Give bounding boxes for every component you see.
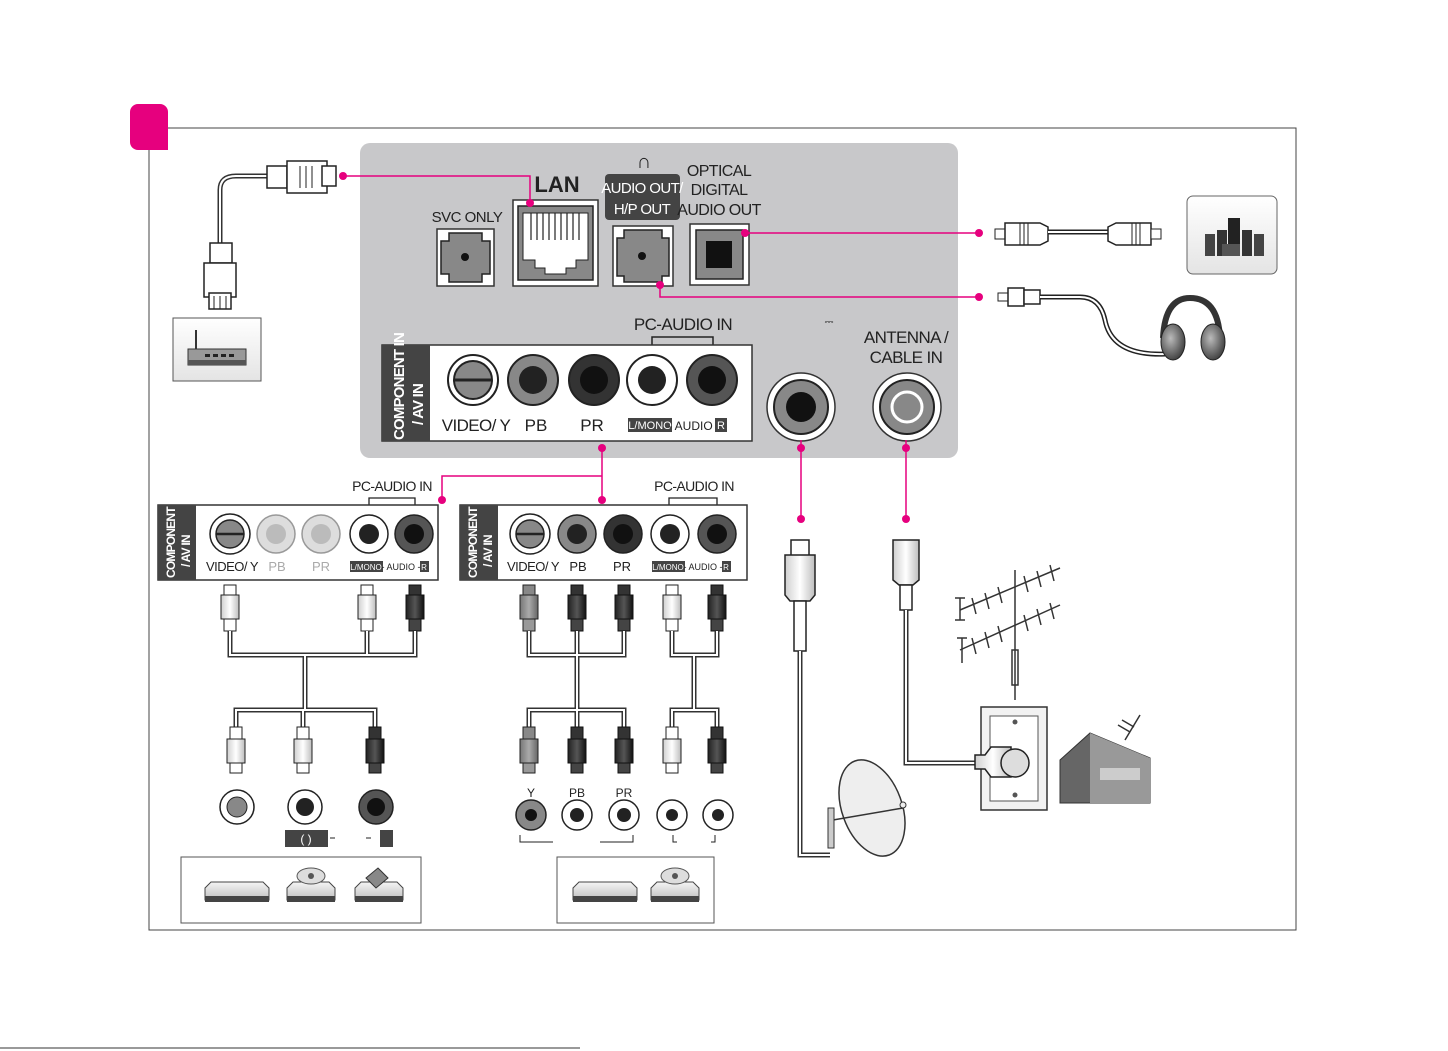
comp-video-jack[interactable]: [510, 514, 550, 554]
comp-video-label: VIDEO/ Y: [507, 559, 560, 574]
comp-video-bracket: [520, 835, 715, 842]
house-icon: [1060, 715, 1150, 803]
panel-audio-label: - AUDIO -: [668, 419, 720, 433]
comp-pc-audio-label: PC-AUDIO IN: [654, 478, 734, 494]
av-audio-r-jack[interactable]: [395, 515, 433, 553]
av-cables: [230, 631, 415, 735]
av-pr-label: PR: [312, 559, 330, 574]
comp-rca-plugs-bottom: [520, 727, 726, 773]
av-audio-l-jack[interactable]: [350, 515, 388, 553]
panel-pb-jack[interactable]: [508, 355, 558, 405]
av-pc-audio-label: PC-AUDIO IN: [352, 478, 432, 494]
av-pr-jack[interactable]: [302, 515, 340, 553]
panel-audio-l-jack[interactable]: [627, 355, 677, 405]
comp-pr-jack[interactable]: [604, 515, 642, 553]
antenna-label-2: CABLE IN: [870, 348, 943, 367]
comp-audio-label: - AUDIO -: [683, 562, 722, 572]
comp-audio-r-jack[interactable]: [698, 515, 736, 553]
panel-pr-label: PR: [580, 416, 604, 435]
speaker-system-icon: [1187, 196, 1277, 274]
headphone-symbol-icon: ∩: [637, 151, 651, 173]
av-cables-inner: [230, 631, 415, 735]
panel-lmono-label: L/MONO: [628, 420, 672, 432]
panel-video-jack[interactable]: [448, 355, 498, 405]
av-lmono-label: L/MONO: [350, 563, 382, 572]
av-video-label: VIDEO/ Y: [206, 559, 259, 574]
comp-lmono-label: L/MONO: [652, 563, 684, 572]
vcr-icon: [205, 882, 269, 902]
av-paren-label: ( ): [300, 832, 311, 846]
satellite-dish-icon: [827, 751, 918, 865]
optical-label-3: AUDIO OUT: [677, 202, 761, 219]
headphones-icon: [1161, 298, 1225, 360]
comp-r-label: R: [723, 563, 729, 572]
comp-pr-label: PR: [613, 559, 631, 574]
comp-out-pr-label: PR: [616, 786, 633, 800]
dc-symbol: ⎓: [825, 316, 834, 328]
av-r-marker: [380, 830, 393, 847]
router-icon: [173, 318, 261, 381]
svc-only-port[interactable]: [437, 229, 494, 286]
optical-label-2: DIGITAL: [691, 182, 749, 199]
av-audio-label: - AUDIO -: [381, 562, 420, 572]
av-pb-label: PB: [268, 559, 285, 574]
av-component-label-1: COMPONENT IN: [164, 494, 178, 578]
satellite-cable: [785, 540, 830, 855]
comp-pb-label: PB: [569, 559, 586, 574]
comp-rca-plugs-top: [520, 585, 726, 631]
antenna-in-port[interactable]: [873, 373, 941, 441]
panel-pr-jack[interactable]: [569, 355, 619, 405]
comp-out-y-label: Y: [527, 786, 535, 800]
comp-pb-jack[interactable]: [558, 515, 596, 553]
panel-component-label-1: COMPONENT IN: [391, 333, 408, 440]
headphone-cable: [998, 288, 1165, 354]
svc-only-label: SVC ONLY: [432, 209, 503, 226]
comp-vcr-icon: [573, 882, 637, 902]
panel-pb-label: PB: [525, 416, 548, 435]
optical-port[interactable]: [690, 224, 749, 285]
lan-cable: [204, 161, 336, 309]
pc-audio-in-label: PC-AUDIO IN: [634, 315, 732, 334]
av-rca-plugs-top: [221, 585, 424, 631]
audio-out-label-2: H/P OUT: [614, 201, 671, 218]
comp-cables-inner: [529, 631, 717, 735]
comp-component-label-2: / AV IN: [481, 535, 495, 567]
lan-label: LAN: [534, 172, 579, 197]
audio-out-port[interactable]: [613, 226, 673, 286]
optical-cable: [995, 223, 1161, 245]
panel-video-label: VIDEO/ Y: [442, 416, 511, 435]
tv-antenna-icon: [955, 565, 1060, 700]
optical-label-1: OPTICAL: [687, 163, 752, 180]
av-component-label-2: / AV IN: [179, 535, 193, 567]
av-rca-plugs-bottom: [227, 727, 384, 773]
panel-r-label: R: [717, 420, 725, 432]
step-marker: [130, 104, 168, 150]
comp-device-jacks: [516, 800, 733, 830]
av-pb-jack[interactable]: [257, 515, 295, 553]
panel-component-label-2: / AV IN: [410, 384, 427, 425]
satellite-in-port[interactable]: [767, 373, 835, 441]
av-device-jacks: [220, 790, 393, 824]
antenna-label-1: ANTENNA /: [864, 328, 949, 347]
comp-out-pb-label: PB: [569, 786, 585, 800]
panel-audio-r-jack[interactable]: [687, 355, 737, 405]
av-r-label: R: [421, 563, 427, 572]
av-video-jack[interactable]: [210, 514, 250, 554]
comp-component-label-1: COMPONENT IN: [466, 494, 480, 578]
lan-port[interactable]: [513, 200, 598, 286]
wall-plate-icon: [975, 707, 1047, 810]
comp-audio-l-jack[interactable]: [651, 515, 689, 553]
audio-out-label-1: AUDIO OUT/: [601, 180, 684, 197]
